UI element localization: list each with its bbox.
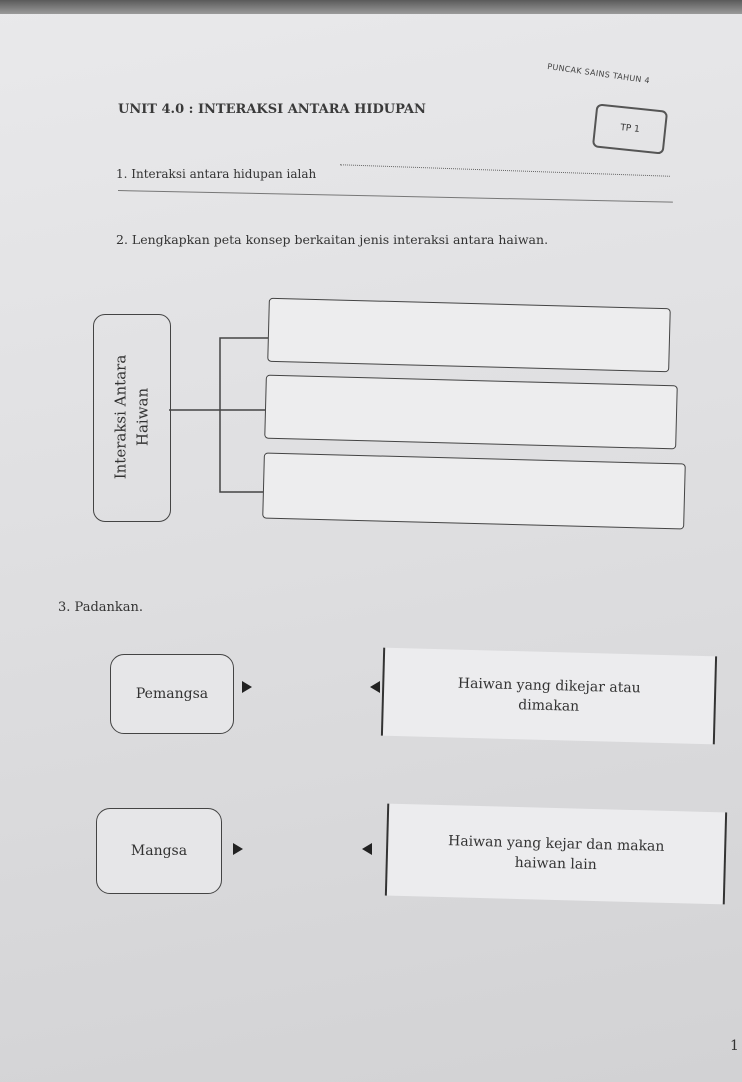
page-top-edge: [0, 0, 742, 14]
concept-answer-box-2[interactable]: [264, 374, 678, 450]
match-right-text: Haiwan yang dikejar atau dimakan: [457, 675, 641, 715]
match-right-item: Haiwan yang kejar dan makan haiwan lain: [384, 803, 728, 905]
concept-root-box: [93, 314, 171, 522]
match-dot-right-icon[interactable]: [233, 843, 243, 855]
page-number: 1: [730, 1038, 739, 1054]
match-left-item: Mangsa: [96, 808, 222, 894]
match-left-item: Pemangsa: [110, 654, 234, 734]
concept-map-connectors: [169, 337, 268, 493]
question-1: 1. Interaksi antara hidupan ialah: [116, 167, 317, 181]
match-right-item: Haiwan yang dikejar atau dimakan: [380, 647, 718, 745]
concept-answer-box-3[interactable]: [262, 452, 686, 530]
match-dot-left-icon[interactable]: [370, 681, 380, 693]
concept-answer-box-1[interactable]: [267, 297, 671, 373]
unit-title: UNIT 4.0 : INTERAKSI ANTARA HIDUPAN: [118, 102, 426, 117]
match-dot-right-icon[interactable]: [242, 681, 252, 693]
question-2: 2. Lengkapkan peta konsep berkaitan jeni…: [116, 232, 549, 247]
match-right-text: Haiwan yang kejar dan makan haiwan lain: [447, 833, 665, 874]
question-3: 3. Padankan.: [58, 600, 144, 615]
match-dot-left-icon[interactable]: [362, 843, 372, 855]
